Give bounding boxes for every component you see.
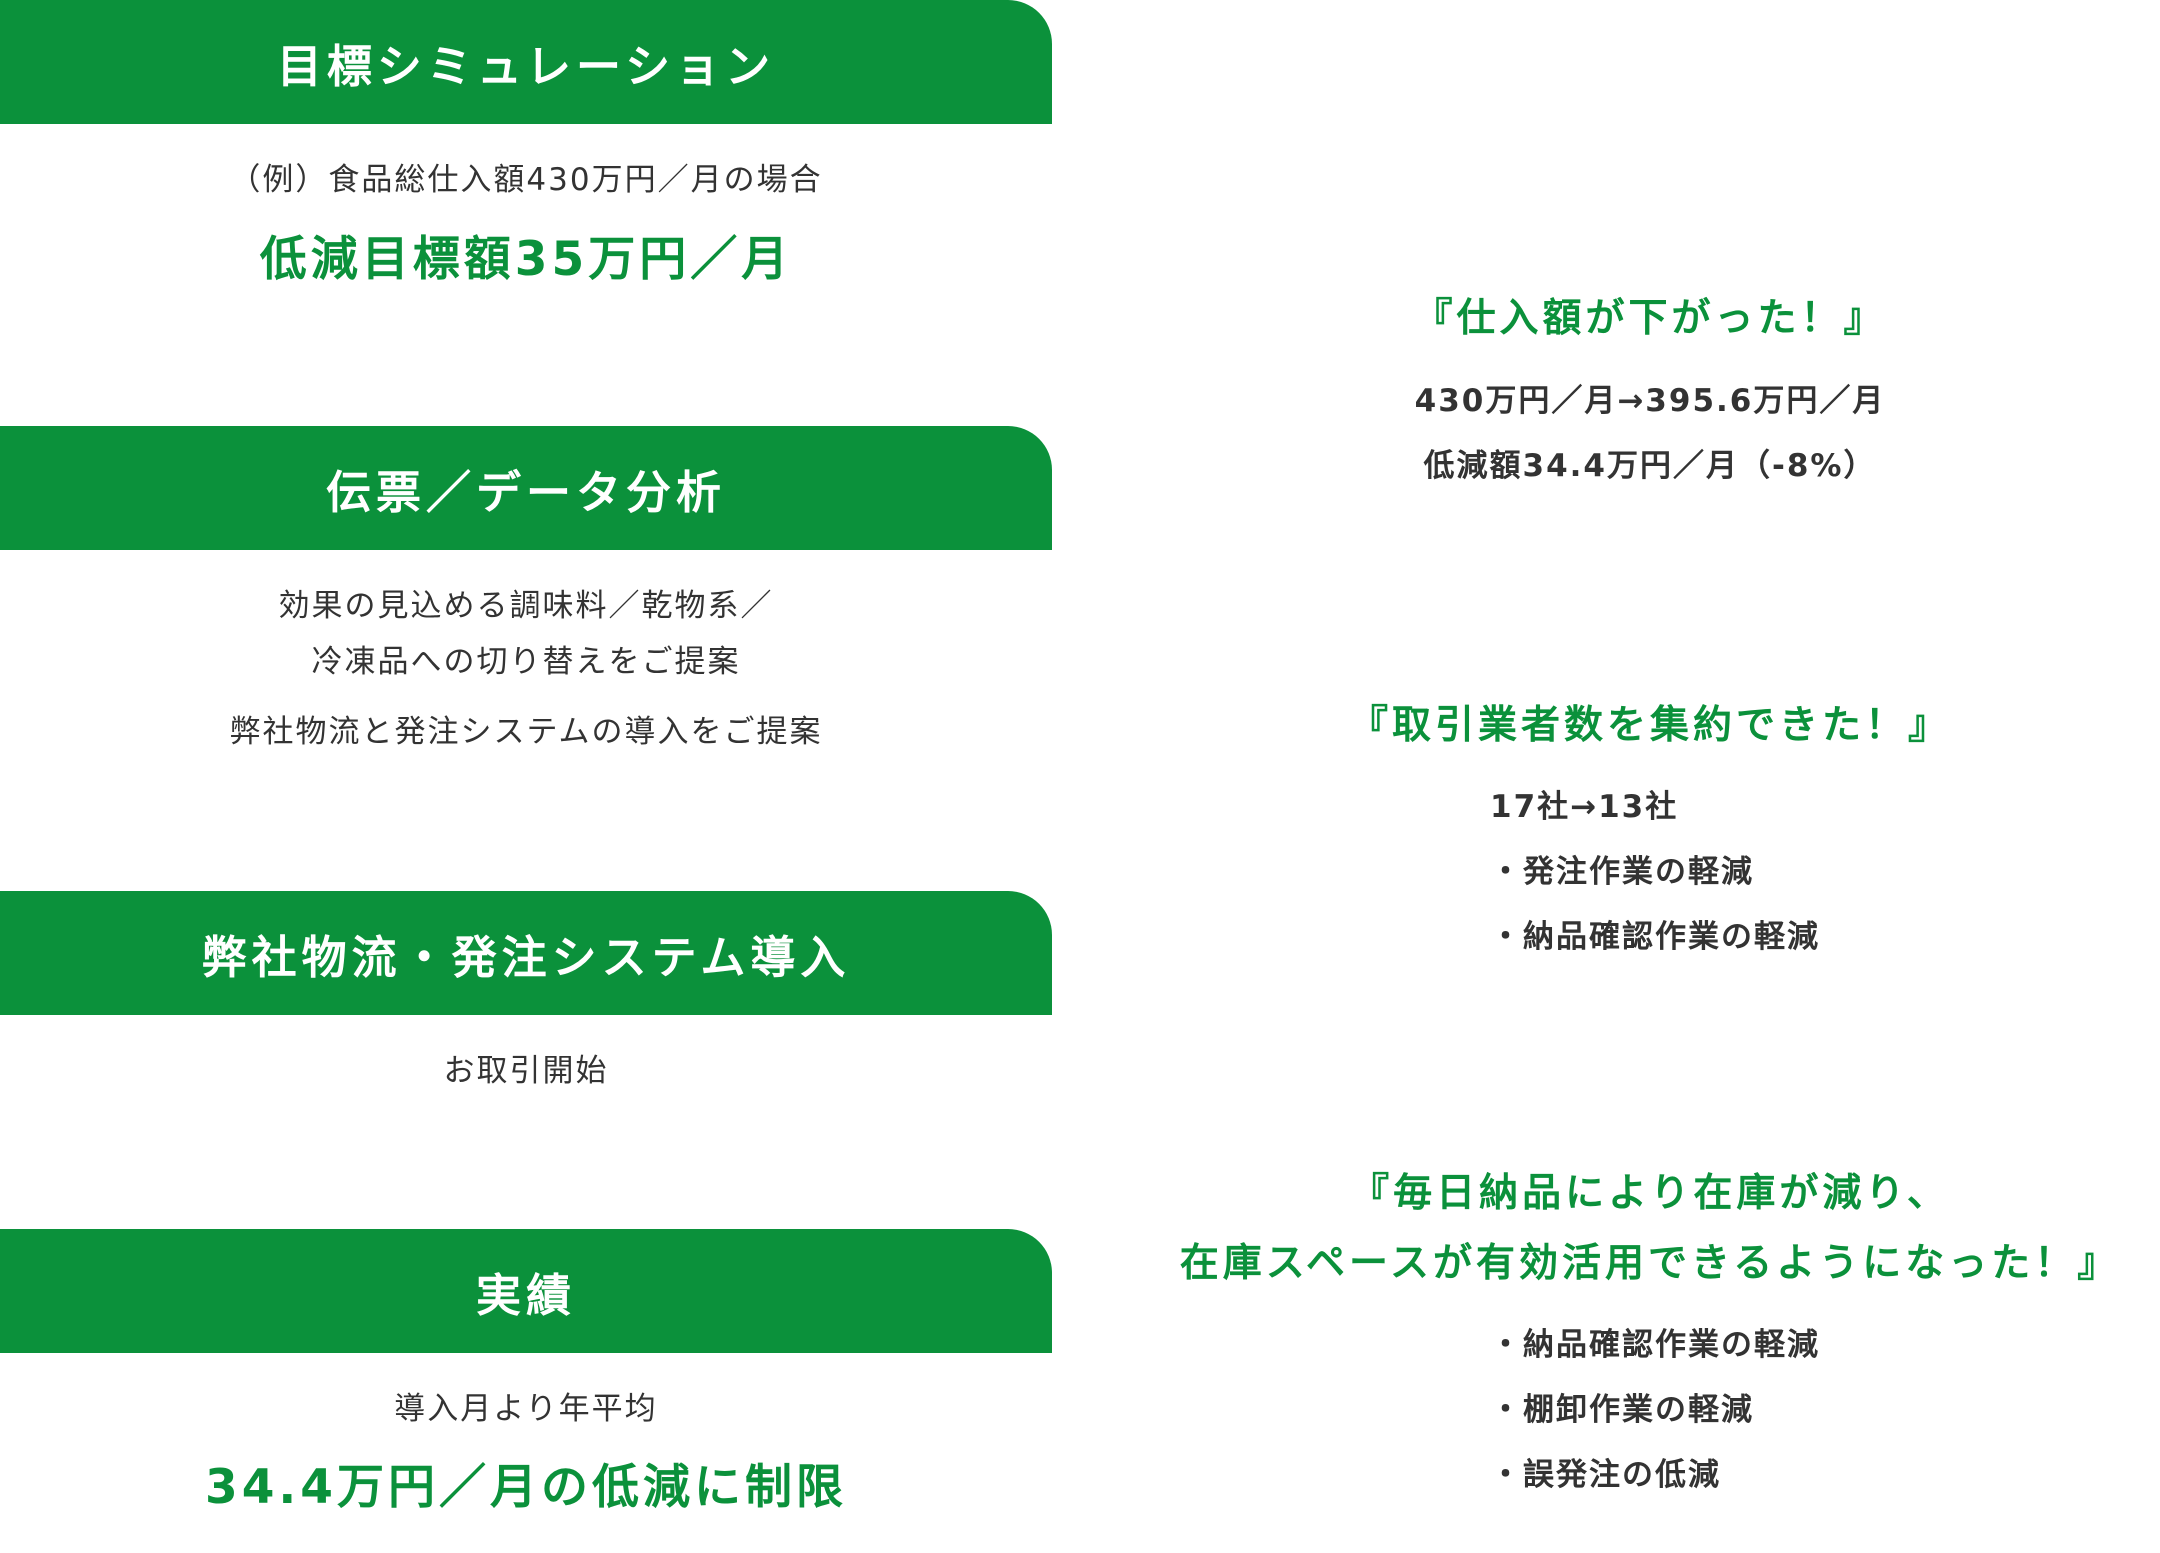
outcome-inventory-heading-1: 『毎日納品により在庫が減り、 xyxy=(1350,1171,1950,1216)
outcome-suppliers-heading: 『取引業者数を集約できた！』 xyxy=(1348,703,1951,748)
outcome-purchase-line-1: 430万円／月→395.6万円／月 xyxy=(1414,383,1886,419)
outcome-purchase-heading: 『仕入額が下がった！』 xyxy=(1413,296,1887,341)
results-header: 実績 xyxy=(0,1229,1052,1353)
outcome-inventory-heading-2: 在庫スペースが有効活用できるようになった！』 xyxy=(1179,1241,2121,1286)
results-line-1: 導入月より年平均 xyxy=(394,1391,658,1427)
results-title: 実績 xyxy=(475,1268,576,1322)
simulation-title: 目標シミュレーション xyxy=(276,39,776,93)
analysis-header: 伝票／データ分析 xyxy=(0,426,1052,550)
simulation-header: 目標シミュレーション xyxy=(0,0,1052,124)
outcome-inventory-line-3: ・誤発注の低減 xyxy=(1490,1457,1721,1493)
introduction-title: 弊社物流・発注システム導入 xyxy=(201,930,851,984)
analysis-title: 伝票／データ分析 xyxy=(325,465,726,519)
outcome-suppliers-line-1: 17社→13社 xyxy=(1490,789,1679,825)
simulation-target: 低減目標額35万円／月 xyxy=(259,232,793,287)
analysis-line-1: 効果の見込める調味料／乾物系／ xyxy=(278,588,774,624)
results-highlight: 34.4万円／月の低減に制限 xyxy=(205,1460,847,1515)
analysis-line-3: 弊社物流と発注システムの導入をご提案 xyxy=(229,714,823,750)
introduction-line-1: お取引開始 xyxy=(443,1053,609,1089)
analysis-line-2: 冷凍品への切り替えをご提案 xyxy=(311,644,741,680)
outcome-inventory-line-2: ・棚卸作業の軽減 xyxy=(1490,1392,1754,1428)
outcome-inventory-line-1: ・納品確認作業の軽減 xyxy=(1490,1327,1820,1363)
simulation-example: （例）食品総仕入額430万円／月の場合 xyxy=(229,162,823,198)
outcome-suppliers-line-3: ・納品確認作業の軽減 xyxy=(1490,919,1820,955)
outcome-purchase-line-2: 低減額34.4万円／月（-8%） xyxy=(1423,448,1877,484)
outcome-suppliers-line-2: ・発注作業の軽減 xyxy=(1490,854,1754,890)
introduction-header: 弊社物流・発注システム導入 xyxy=(0,891,1052,1015)
